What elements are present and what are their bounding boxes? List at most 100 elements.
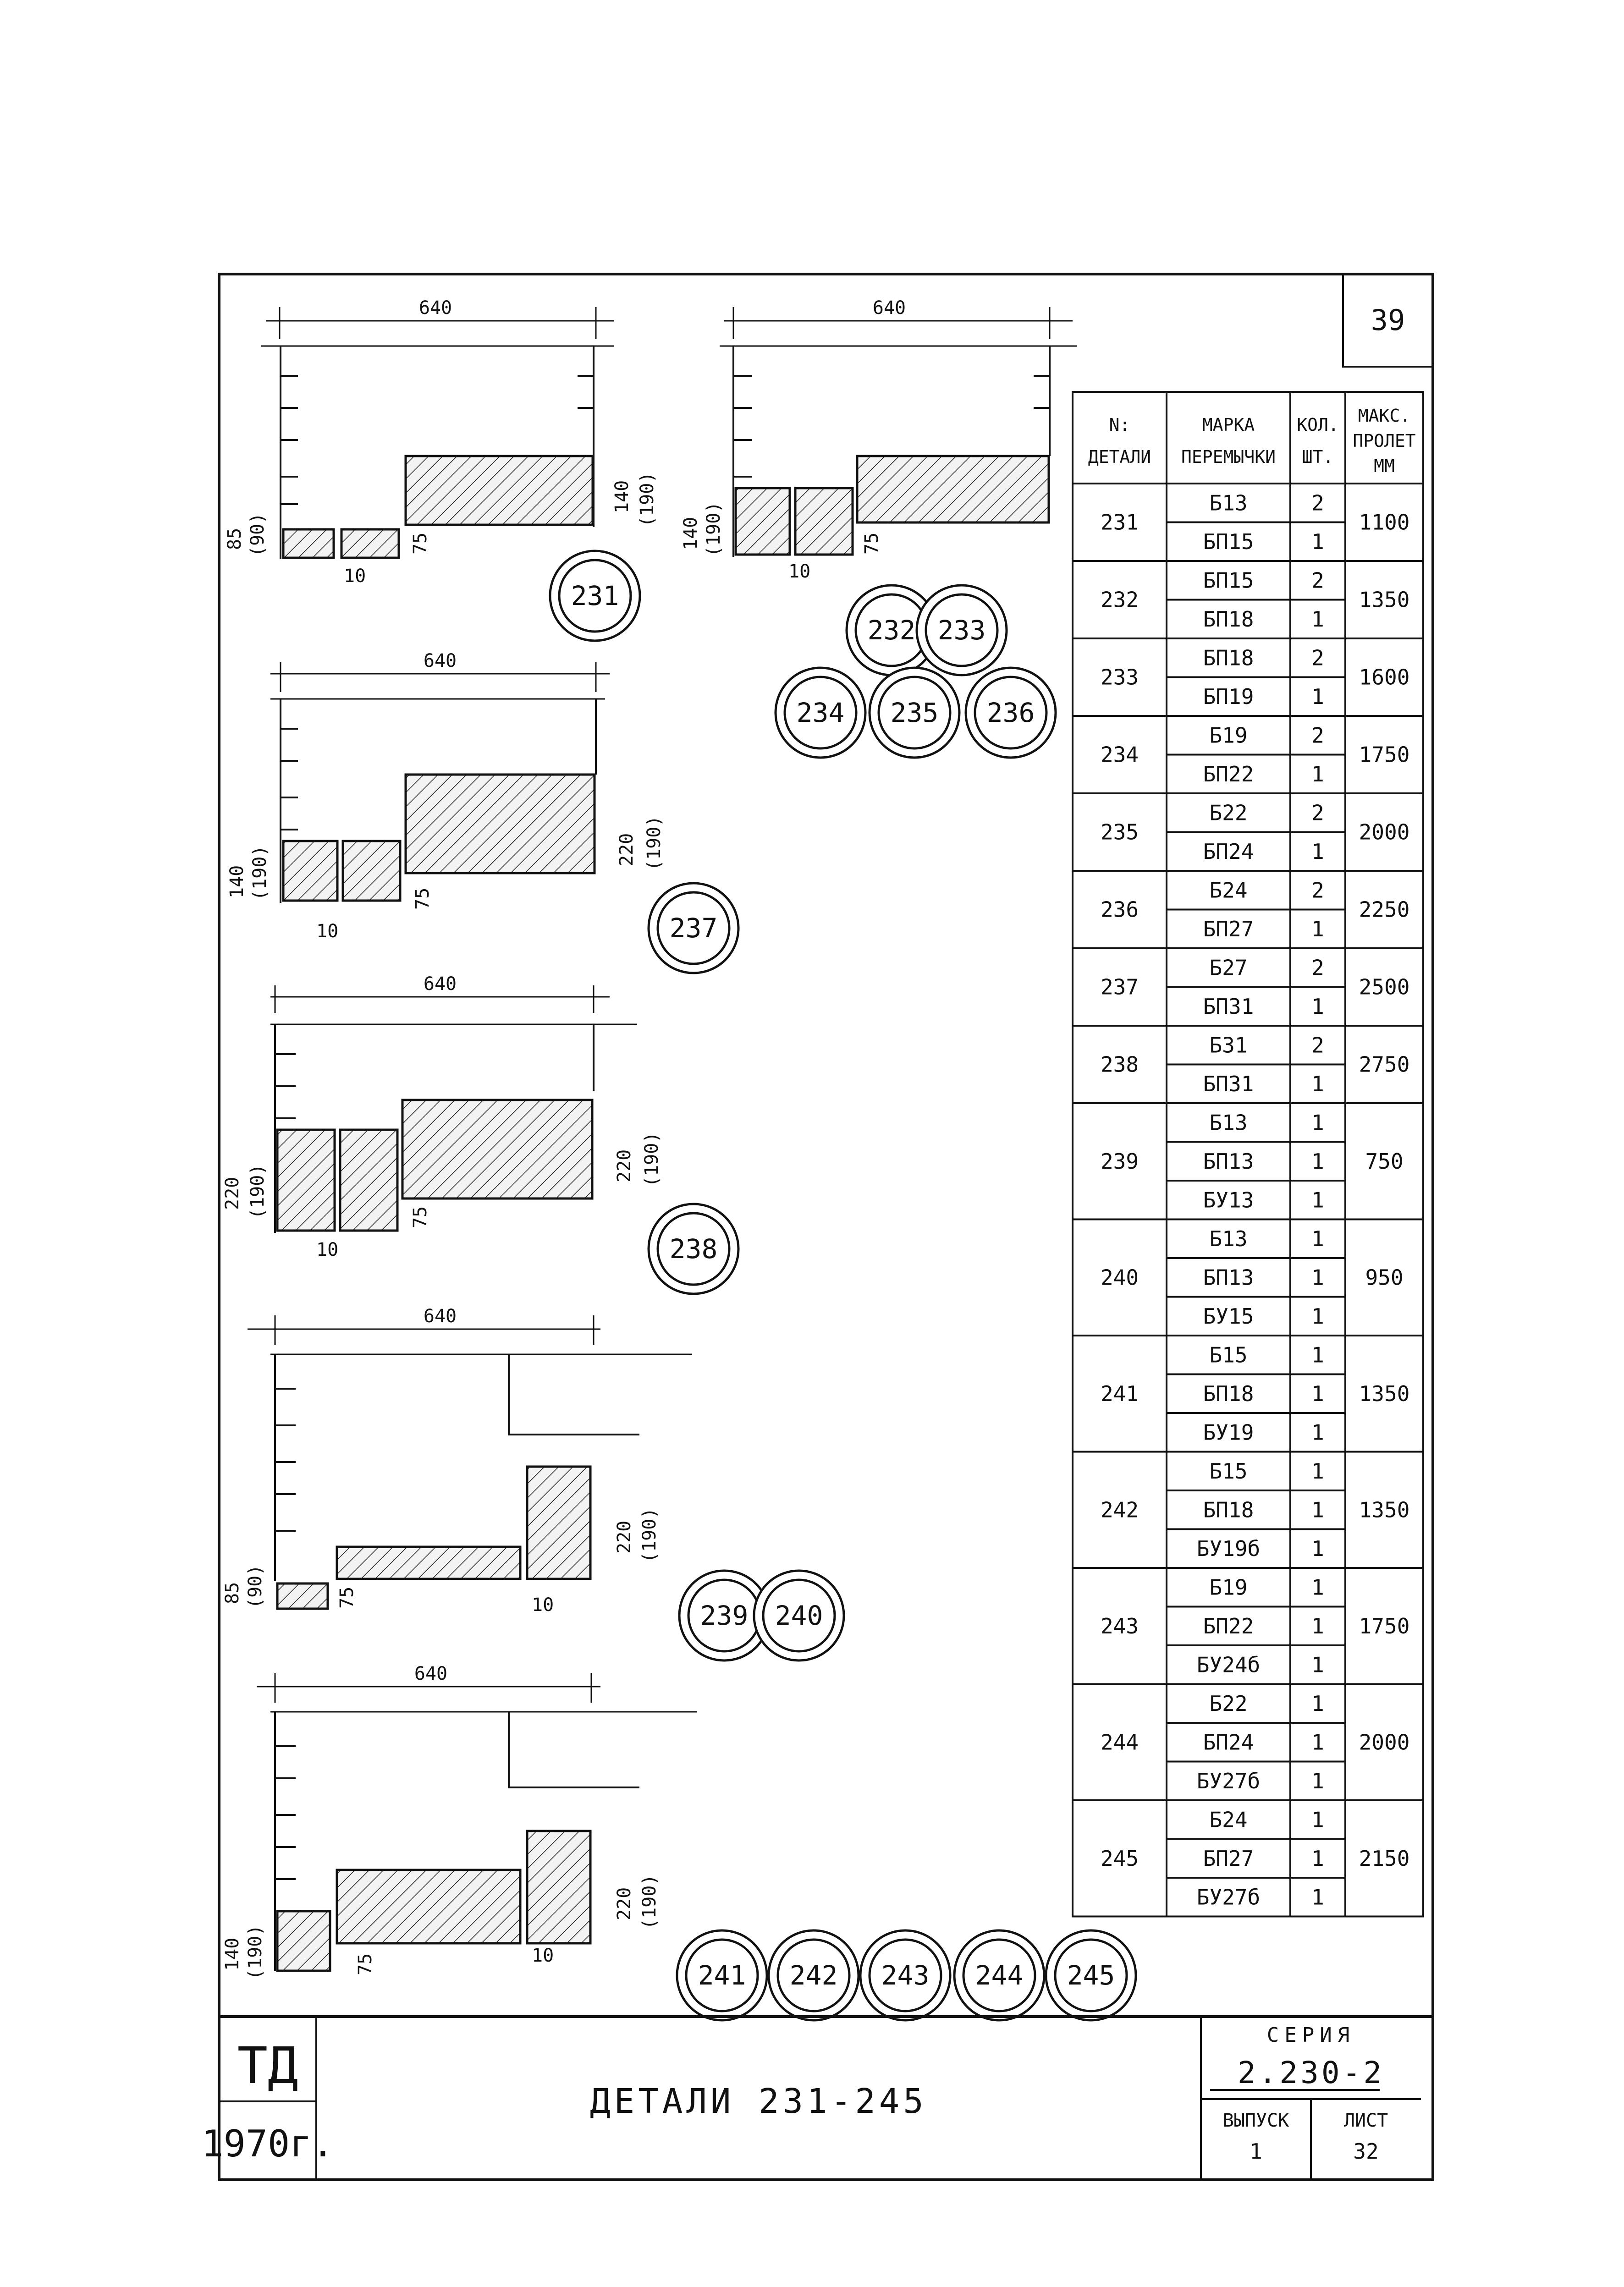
lintel-block-239-b [336,1545,522,1580]
dimension-90: (90) [247,513,268,557]
detail-badge-label: 231 [571,580,619,611]
detail-badge-label: 244 [975,1960,1024,1991]
sheet-value: 32 [1353,2139,1378,2164]
cell-detail-no: 238 [1101,1052,1139,1077]
detail-badge-label: 235 [891,697,939,728]
cell-qty: 2 [1311,568,1324,593]
cell-max-span: 2500 [1359,975,1410,1000]
cell-detail-no: 233 [1101,665,1139,690]
detail-badge-238: 238 [647,1203,740,1295]
dimension-640: 640 [419,297,452,319]
lintel-block-232-a [734,487,791,556]
cell-mark: БП13 [1203,1149,1254,1174]
series-value: 2.230-2 [1238,2055,1384,2090]
cell-qty: 1 [1311,1072,1324,1096]
detail-badge-label: 245 [1067,1960,1115,1991]
detail-drawing-237: 640 140 (190) 220 (190) 10 75 [226,650,665,942]
dimension-190: (190) [703,502,724,557]
sheet-label: ЛИСТ [1344,2110,1388,2131]
dimension-75: 75 [861,533,882,555]
cell-qty: 1 [1311,839,1324,864]
cell-detail-no: 237 [1101,975,1139,1000]
cell-max-span: 1750 [1359,1614,1410,1638]
dimension-190: (190) [249,846,270,901]
cell-detail-no: 239 [1101,1149,1139,1174]
cell-mark: БУ13 [1203,1187,1254,1212]
detail-badge-label: 240 [775,1600,823,1631]
sheet-frame [218,273,1434,2181]
cell-qty: 1 [1311,1110,1324,1135]
detail-drawing-241-245: 640 140 (190) 220 (190) 75 10 [222,1663,697,1980]
cell-mark: Б19 [1209,723,1247,748]
cell-qty: 1 [1311,1769,1324,1793]
cell-mark: Б24 [1209,1807,1247,1832]
detail-drawing-231: 640 85 (90) 140 (190) 10 75 [224,297,658,587]
lintel-block-239-c [526,1465,592,1580]
dimension-90: (90) [245,1565,266,1609]
lintel-block-237-c [404,773,596,874]
cell-qty: 1 [1311,917,1324,941]
dimension-75: 75 [336,1587,358,1609]
cell-detail-no: 245 [1101,1846,1139,1871]
cell-mark: БУ19б [1197,1536,1260,1561]
dimension-75: 75 [410,1206,431,1228]
cell-max-span: 2000 [1359,1730,1410,1754]
cell-max-span: 750 [1365,1149,1403,1174]
detail-badge-241: 241 [676,1929,768,2022]
cell-qty: 1 [1311,1691,1324,1716]
detail-badge-234: 234 [774,666,867,759]
page-number-box: 39 [1342,274,1433,368]
lintel-block-239-a [276,1582,329,1610]
cell-qty: 1 [1311,1265,1324,1290]
cell-mark: БП18 [1203,1497,1254,1522]
lintel-table: N:ДЕТАЛИМАРКАПЕРЕМЫЧКИКОЛ.ШТ.МАКС.ПРОЛЕТ… [1072,391,1424,1918]
header-qty: КОЛ. [1297,415,1339,435]
detail-badge-235: 235 [868,666,961,759]
dimension-190: (190) [639,1875,660,1930]
header-span: ПРОЛЕТ [1353,431,1415,451]
lintel-block-241-c [526,1830,592,1945]
dimension-190: (190) [639,1508,660,1563]
header-qty: ШТ. [1302,447,1334,467]
dimension-10: 10 [788,561,810,582]
cell-detail-no: 241 [1101,1381,1139,1406]
cell-qty: 1 [1311,994,1324,1019]
detail-badge-232: 232 [845,584,938,676]
detail-drawing-238: 640 220 (190) 220 (190) 10 75 [222,973,662,1260]
cell-mark: БП15 [1203,529,1254,554]
lintel-block-241-a [276,1910,331,1972]
cell-qty: 1 [1311,1497,1324,1522]
detail-badge-243: 243 [859,1929,952,2022]
cell-detail-no: 236 [1101,897,1139,922]
detail-badge-label: 233 [938,615,986,646]
cell-qty: 1 [1311,1536,1324,1561]
cell-qty: 2 [1311,800,1324,825]
dimension-640: 640 [873,297,906,319]
detail-badge-244: 244 [953,1929,1046,2022]
cell-qty: 1 [1311,1342,1324,1367]
detail-badge-label: 242 [790,1960,838,1991]
detail-badge-231: 231 [549,550,641,642]
cell-mark: БП18 [1203,1381,1254,1406]
drawing-year: 1970г. [202,2122,334,2165]
dimension-10: 10 [316,921,338,942]
dimension-75: 75 [355,1953,376,1975]
cell-qty: 1 [1311,1730,1324,1754]
cell-qty: 1 [1311,1420,1324,1445]
detail-badge-245: 245 [1045,1929,1137,2022]
dimension-140: 140 [611,480,633,513]
dimension-190: (190) [247,1164,268,1219]
cell-mark: Б15 [1209,1459,1247,1484]
header-span: ММ [1374,456,1395,476]
cell-mark: БП13 [1203,1265,1254,1290]
cell-max-span: 950 [1365,1265,1403,1290]
detail-badge-label: 239 [700,1600,749,1631]
cell-qty: 2 [1311,878,1324,902]
